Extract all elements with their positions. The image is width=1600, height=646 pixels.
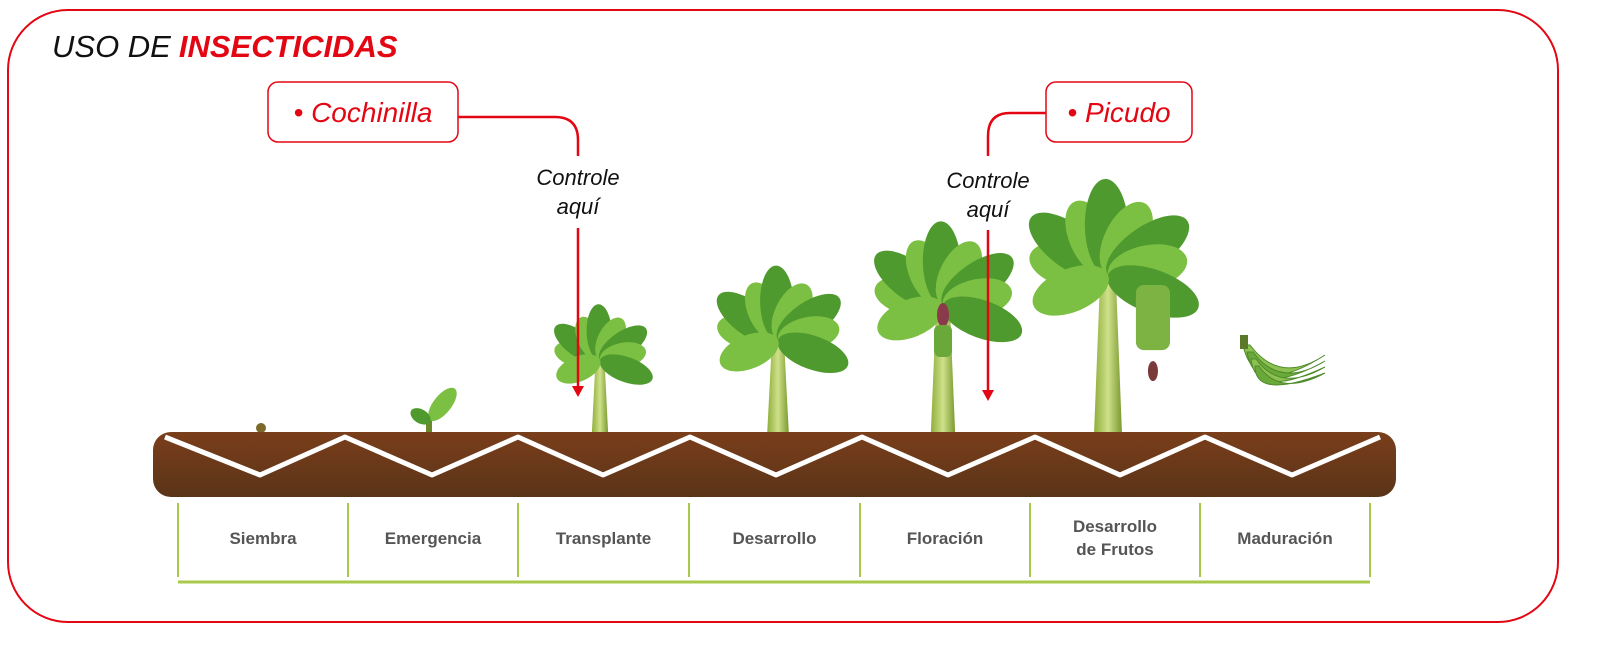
- flowering-plant: [874, 221, 1023, 433]
- connector-line: [458, 115, 580, 156]
- stage-label: Maduración: [1237, 529, 1332, 548]
- control-text: Controle: [536, 165, 619, 190]
- soil-band: [153, 432, 1396, 497]
- pest-label: • Cochinilla: [294, 97, 433, 128]
- control-text: aquí: [557, 194, 602, 219]
- sprout-plant: [410, 387, 457, 433]
- stage-label: Siembra: [229, 529, 297, 548]
- banana-flower: [937, 303, 949, 327]
- fruiting-plant: [1028, 178, 1199, 433]
- banana-bunch: [1135, 285, 1170, 351]
- callout-picudo: • Picudo Controle aquí: [946, 81, 1193, 401]
- connector-line: [986, 111, 1046, 156]
- stage-label: Transplante: [556, 529, 651, 548]
- arrow-down-icon: [572, 386, 584, 397]
- seed-icon: [256, 423, 266, 433]
- pest-label: • Picudo: [1067, 97, 1170, 128]
- soil-zigzag: [164, 434, 1381, 478]
- control-text: Controle: [946, 168, 1029, 193]
- callout-cochinilla: • Cochinilla Controle aquí: [267, 81, 620, 397]
- frame-border: [7, 9, 1559, 623]
- arrow-down-icon: [982, 390, 994, 401]
- young-plant: [716, 265, 849, 433]
- pest-box: [267, 81, 459, 143]
- stage-label: de Frutos: [1076, 540, 1153, 559]
- stage-label: Floración: [907, 529, 984, 548]
- stage-label: Emergencia: [385, 529, 482, 548]
- control-text: aquí: [967, 197, 1012, 222]
- transplant-plant: [554, 304, 653, 433]
- plants-layer: [256, 178, 1326, 433]
- banana-bunch-icon: [1240, 335, 1326, 386]
- stage-label: Desarrollo: [1073, 517, 1157, 536]
- stage-label: Desarrollo: [732, 529, 816, 548]
